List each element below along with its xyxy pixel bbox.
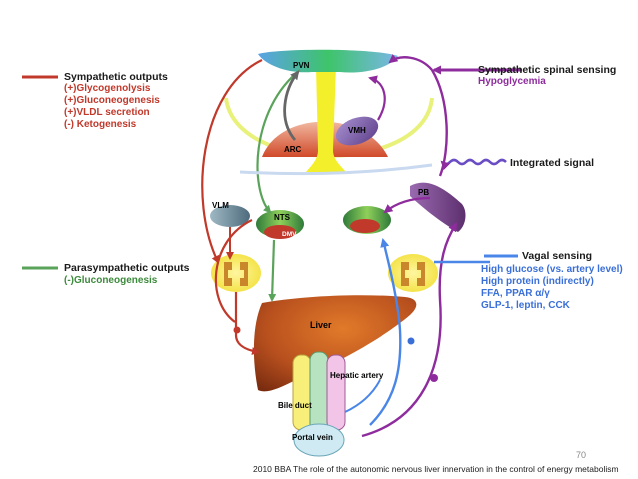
sympathetic-path-2	[214, 219, 253, 323]
pvn-label: PVN	[293, 61, 310, 70]
dmv-label: DMV	[282, 231, 297, 238]
pvn-region	[258, 49, 398, 73]
dmv-left	[264, 225, 296, 239]
central-stalk	[306, 66, 346, 172]
vagal-legend-line-4: GLP-1, leptin, CCK	[481, 300, 570, 311]
parasympathetic-legend-title: Parasympathetic outputs	[64, 262, 190, 274]
spinal-legend-title: Sympathetic spinal sensing	[478, 64, 617, 76]
liver-label: Liver	[310, 320, 332, 330]
spinal-node	[430, 374, 438, 382]
vagal-sensing-path	[369, 238, 402, 426]
dmv-right	[350, 219, 380, 233]
ganglion-right	[388, 254, 438, 292]
arc-to-pvn	[283, 70, 300, 141]
parasympathetic-legend-line-1: (-)Gluconeogenesis	[64, 275, 158, 286]
ganglion-left	[211, 254, 261, 292]
spinal-to-vmh	[368, 75, 386, 121]
vagal-legend-line-1: High glucose (vs. artery level)	[481, 264, 623, 275]
portal-vein-vessel	[293, 423, 345, 457]
integrated-signal-arc	[239, 163, 433, 176]
bile-duct-label: Bile duct	[278, 401, 312, 410]
hepatic-artery-label: Hepatic artery	[330, 371, 384, 380]
pb-region	[410, 182, 466, 232]
nts-label: NTS	[274, 213, 291, 222]
vagal-liver-branch	[344, 379, 381, 413]
vagal-node	[407, 337, 415, 345]
vagal-legend-line-2: High protein (indirectly)	[481, 276, 594, 287]
vmh-label: VMH	[348, 126, 366, 135]
hepatic-artery-vessel	[326, 354, 346, 431]
pb-label: PB	[418, 188, 429, 197]
pb-to-nts	[383, 196, 431, 214]
vmh-region	[335, 116, 379, 146]
bile-duct-vessel	[292, 354, 312, 431]
spinal-to-pvn	[388, 54, 433, 71]
vlm-label: VLM	[212, 201, 229, 210]
dmv-to-liver	[268, 239, 277, 302]
spinal-sensing-path	[430, 69, 448, 177]
vagal-legend-title: Vagal sensing	[522, 250, 593, 262]
sympathetic-legend-line-2: (+)Gluconeogenesis	[64, 95, 160, 106]
sympathetic-legend-line-4: (-) Ketogenesis	[64, 119, 137, 130]
liver-to-pb	[361, 222, 458, 438]
vagal-legend-line-3: FFA, PPAR α/γ	[481, 288, 550, 299]
integrated-signal-arrow	[440, 158, 507, 171]
arc-label: ARC	[284, 145, 302, 154]
slide-caption: 2010 BBA The role of the autonomic nervo…	[253, 464, 619, 474]
sympathetic-legend-line-3: (+)VLDL secretion	[64, 107, 150, 118]
sympathetic-legend-title: Sympathetic outputs	[64, 71, 168, 83]
vlm-region	[210, 205, 250, 227]
sympathetic-path-3	[234, 292, 260, 355]
sympathetic-legend-line-1: (+)Glycogenolysis	[64, 83, 151, 94]
parasympathetic-path	[256, 69, 301, 214]
sympathetic-path-1	[201, 59, 263, 264]
spinal-legend-line-1: Hypoglycemia	[478, 76, 546, 87]
integrated-legend-title: Integrated signal	[510, 157, 595, 169]
portal-vein-label: Portal vein	[292, 433, 333, 442]
page-number: 70	[576, 450, 587, 460]
sympathetic-node	[233, 326, 241, 334]
